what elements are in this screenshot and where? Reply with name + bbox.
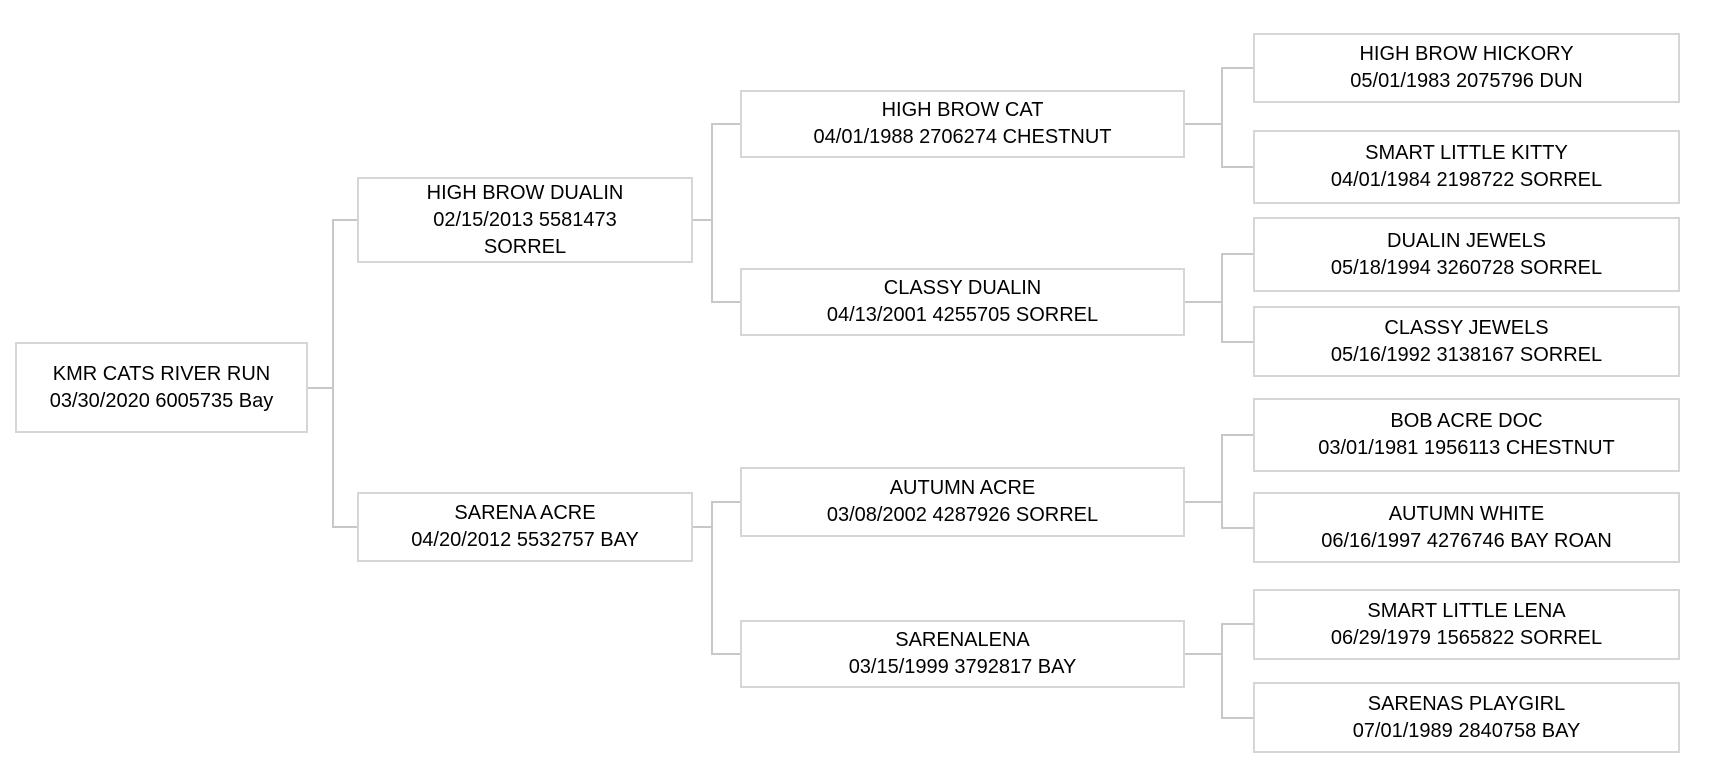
horse-details: 04/01/1988 2706274 CHESTNUT xyxy=(813,126,1112,148)
horse-details: 07/01/1989 2840758 BAY xyxy=(1352,719,1581,742)
pedigree-node-dam-dam-sire: SMART LITTLE LENA 06/29/1979 1565822 SOR… xyxy=(1253,589,1680,660)
horse-details: 03/01/1981 1956113 CHESTNUT xyxy=(1318,437,1615,459)
horse-name: BOB ACRE DOC xyxy=(1390,410,1543,432)
horse-details: SORREL xyxy=(483,235,567,258)
connector-dam-dam-to-parents xyxy=(1185,623,1253,719)
pedigree-node-dam-dam-dam: SARENAS PLAYGIRL 07/01/1989 2840758 BAY xyxy=(1253,682,1680,753)
pedigree-node-subject: KMR CATS RIVER RUN 03/30/2020 6005735 Ba… xyxy=(15,342,308,433)
horse-name: SARENAS PLAYGIRL xyxy=(1367,692,1566,715)
horse-name: HIGH BROW HICKORY xyxy=(1359,43,1574,65)
horse-name: SMART LITTLE KITTY xyxy=(1365,142,1568,164)
horse-name: KMR CATS RIVER RUN xyxy=(52,362,271,385)
connector-dam-to-parents xyxy=(693,501,740,655)
pedigree-node-dam-sire-dam: AUTUMN WHITE 06/16/1997 4276746 BAY ROAN xyxy=(1253,492,1680,563)
pedigree-node-dam-sire-sire: BOB ACRE DOC 03/01/1981 1956113 CHESTNUT xyxy=(1253,398,1680,472)
horse-details: 04/13/2001 4255705 SORREL xyxy=(826,304,1099,326)
horse-details: 03/08/2002 4287926 SORREL xyxy=(826,504,1099,526)
connector-sire-dam-to-parents xyxy=(1185,253,1253,343)
connector-dam-sire-to-parents xyxy=(1185,434,1253,529)
pedigree-node-sire-sire-sire: HIGH BROW HICKORY 05/01/1983 2075796 DUN xyxy=(1253,33,1680,103)
horse-name: HIGH BROW CAT xyxy=(881,99,1044,121)
horse-name: CLASSY DUALIN xyxy=(883,277,1042,299)
horse-details: 02/15/2013 5581473 xyxy=(433,208,617,231)
horse-name: AUTUMN WHITE xyxy=(1388,502,1545,525)
horse-details: 06/16/1997 4276746 BAY ROAN xyxy=(1321,529,1612,552)
connector-subject-to-parents xyxy=(308,219,357,528)
horse-details: 04/01/1984 2198722 SORREL xyxy=(1330,169,1603,191)
pedigree-node-sire-dam: CLASSY DUALIN 04/13/2001 4255705 SORREL xyxy=(740,268,1185,336)
pedigree-node-sire-dam-sire: DUALIN JEWELS 05/18/1994 3260728 SORREL xyxy=(1253,217,1680,292)
horse-details: 03/30/2020 6005735 Bay xyxy=(49,389,274,412)
pedigree-node-sire-sire-dam: SMART LITTLE KITTY 04/01/1984 2198722 SO… xyxy=(1253,130,1680,204)
pedigree-node-sire-dam-dam: CLASSY JEWELS 05/16/1992 3138167 SORREL xyxy=(1253,306,1680,377)
horse-details: 06/29/1979 1565822 SORREL xyxy=(1330,626,1603,649)
horse-name: SMART LITTLE LENA xyxy=(1367,599,1566,622)
connector-sire-sire-to-parents xyxy=(1185,67,1253,168)
pedigree-node-sire: HIGH BROW DUALIN 02/15/2013 5581473 SORR… xyxy=(357,177,693,263)
pedigree-node-sire-sire: HIGH BROW CAT 04/01/1988 2706274 CHESTNU… xyxy=(740,90,1185,158)
horse-details: 05/18/1994 3260728 SORREL xyxy=(1330,256,1603,279)
horse-name: SARENA ACRE xyxy=(454,502,596,524)
pedigree-node-dam-dam: SARENALENA 03/15/1999 3792817 BAY xyxy=(740,620,1185,688)
horse-details: 05/16/1992 3138167 SORREL xyxy=(1330,343,1603,366)
horse-name: AUTUMN ACRE xyxy=(889,477,1036,499)
horse-details: 04/20/2012 5532757 BAY xyxy=(411,529,639,551)
horse-details: 05/01/1983 2075796 DUN xyxy=(1350,70,1583,92)
horse-name: DUALIN JEWELS xyxy=(1387,229,1546,252)
horse-details: 03/15/1999 3792817 BAY xyxy=(848,656,1077,678)
pedigree-node-dam: SARENA ACRE 04/20/2012 5532757 BAY xyxy=(357,492,693,562)
horse-name: SARENALENA xyxy=(895,629,1030,651)
horse-name: CLASSY JEWELS xyxy=(1384,316,1549,339)
horse-name: HIGH BROW DUALIN xyxy=(426,181,624,204)
pedigree-node-dam-sire: AUTUMN ACRE 03/08/2002 4287926 SORREL xyxy=(740,467,1185,537)
connector-sire-to-parents xyxy=(693,123,740,303)
